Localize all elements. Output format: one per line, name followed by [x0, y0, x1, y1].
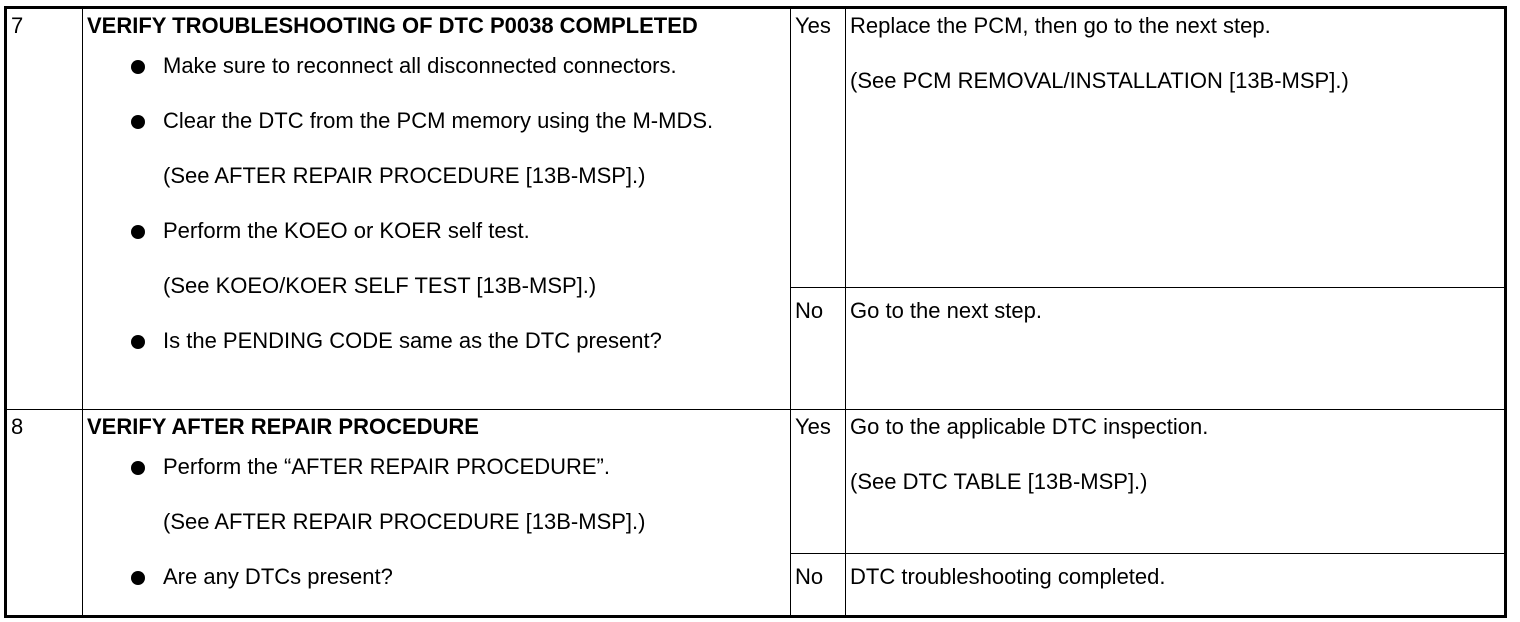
inspection-list: Perform the “AFTER REPAIR PROCEDURE”. (S…	[87, 454, 786, 590]
action-text: DTC troubleshooting completed.	[850, 564, 1166, 589]
no-label: No	[790, 553, 846, 617]
inspection-list: Make sure to reconnect all disconnected …	[87, 53, 786, 354]
step-8-yes-row: 8 VERIFY AFTER REPAIR PROCEDURE Perform …	[5, 409, 1506, 617]
list-item: Perform the “AFTER REPAIR PROCEDURE”.	[87, 454, 786, 480]
step-7-no-row: No Go to the next step.	[6, 287, 1506, 410]
step-8-no-row: No DTC troubleshooting completed.	[6, 553, 1506, 617]
list-item: Are any DTCs present?	[87, 564, 786, 590]
yes-label: Yes	[790, 409, 846, 554]
yes-action: Replace the PCM, then go to the next ste…	[845, 7, 1506, 288]
step-number: 8	[5, 409, 83, 617]
list-item-reference: (See AFTER REPAIR PROCEDURE [13B-MSP].)	[163, 163, 646, 188]
action-text: Go to the next step.	[850, 298, 1043, 323]
step-title: VERIFY AFTER REPAIR PROCEDURE	[87, 414, 479, 439]
step-7-yes-row: 7 VERIFY TROUBLESHOOTING OF DTC P0038 CO…	[5, 7, 1506, 410]
action-text: Go to the applicable DTC inspection.	[850, 414, 1209, 439]
list-item: Clear the DTC from the PCM memory using …	[87, 108, 723, 134]
list-item-reference: (See AFTER REPAIR PROCEDURE [13B-MSP].)	[163, 509, 646, 534]
no-action: DTC troubleshooting completed.	[845, 553, 1506, 617]
action-reference: (See PCM REMOVAL/INSTALLATION [13B-MSP].…	[850, 68, 1349, 93]
no-label: No	[790, 287, 846, 410]
step-inspection: VERIFY AFTER REPAIR PROCEDURE Perform th…	[82, 409, 791, 617]
action-text: Replace the PCM, then go to the next ste…	[850, 13, 1271, 38]
action-reference: (See DTC TABLE [13B-MSP].)	[850, 469, 1148, 494]
step-title: VERIFY TROUBLESHOOTING OF DTC P0038 COMP…	[87, 13, 698, 38]
step-number: 7	[5, 7, 83, 410]
list-item: Make sure to reconnect all disconnected …	[87, 53, 786, 79]
diagnostic-procedure-table: 7 VERIFY TROUBLESHOOTING OF DTC P0038 CO…	[4, 6, 1507, 618]
list-item: Is the PENDING CODE same as the DTC pres…	[87, 328, 786, 354]
step-inspection: VERIFY TROUBLESHOOTING OF DTC P0038 COMP…	[82, 7, 791, 410]
list-item: Perform the KOEO or KOER self test.	[87, 218, 786, 244]
yes-action: Go to the applicable DTC inspection. (Se…	[845, 409, 1506, 554]
list-item-reference: (See KOEO/KOER SELF TEST [13B-MSP].)	[163, 273, 597, 298]
yes-label: Yes	[790, 7, 846, 288]
no-action: Go to the next step.	[845, 287, 1506, 410]
